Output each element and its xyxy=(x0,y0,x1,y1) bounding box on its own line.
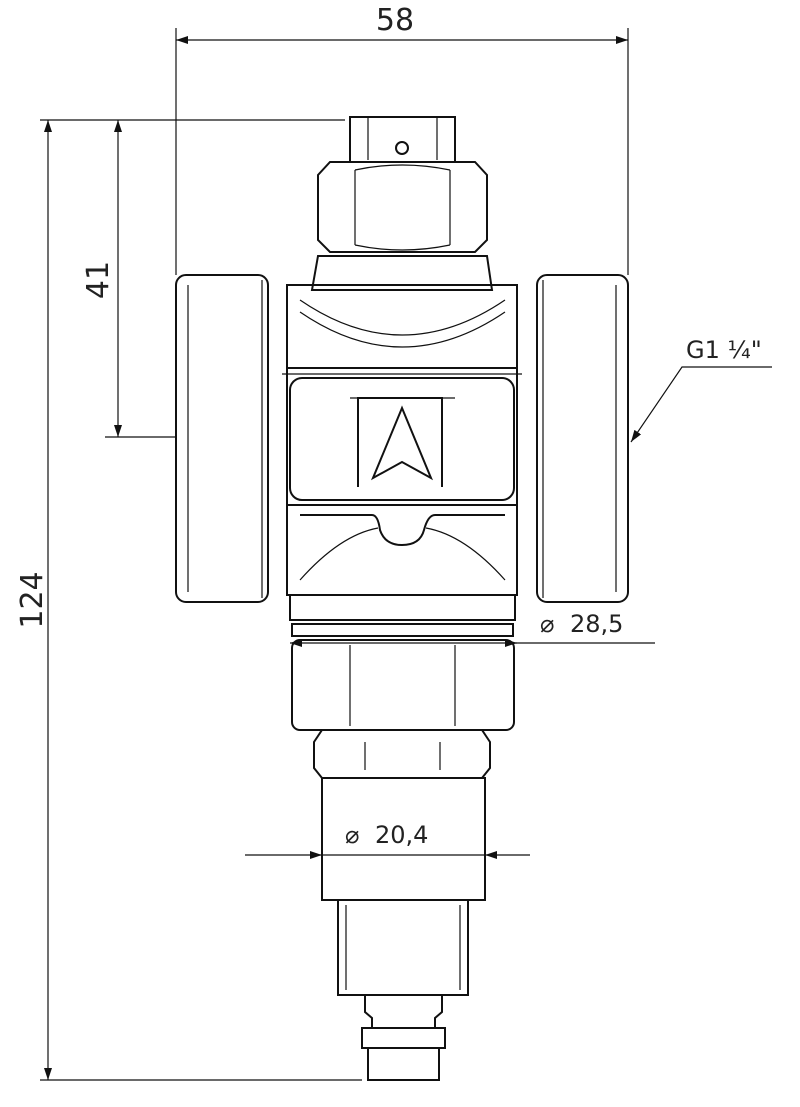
dimension-port-height: 41 xyxy=(81,120,176,438)
valve-body xyxy=(175,116,629,1081)
thread-callout: G1 ¼" xyxy=(630,336,772,443)
thread-label: G1 ¼" xyxy=(686,336,762,364)
dimension-width: 58 xyxy=(175,3,629,275)
brand-logo xyxy=(350,397,455,487)
height-label: 124 xyxy=(15,571,50,628)
dimension-tube-diameter: ⌀ 20,4 xyxy=(245,821,530,859)
width-label: 58 xyxy=(376,3,414,38)
body-diameter-symbol: ⌀ xyxy=(540,610,554,638)
port-height-label: 41 xyxy=(81,261,116,299)
tube-diameter-label: 20,4 xyxy=(375,821,428,849)
dimension-height: 124 xyxy=(15,119,362,1081)
tube-diameter-symbol: ⌀ xyxy=(345,821,359,849)
body-diameter-label: 28,5 xyxy=(570,610,623,638)
dimension-body-diameter: ⌀ 28,5 xyxy=(290,610,655,647)
